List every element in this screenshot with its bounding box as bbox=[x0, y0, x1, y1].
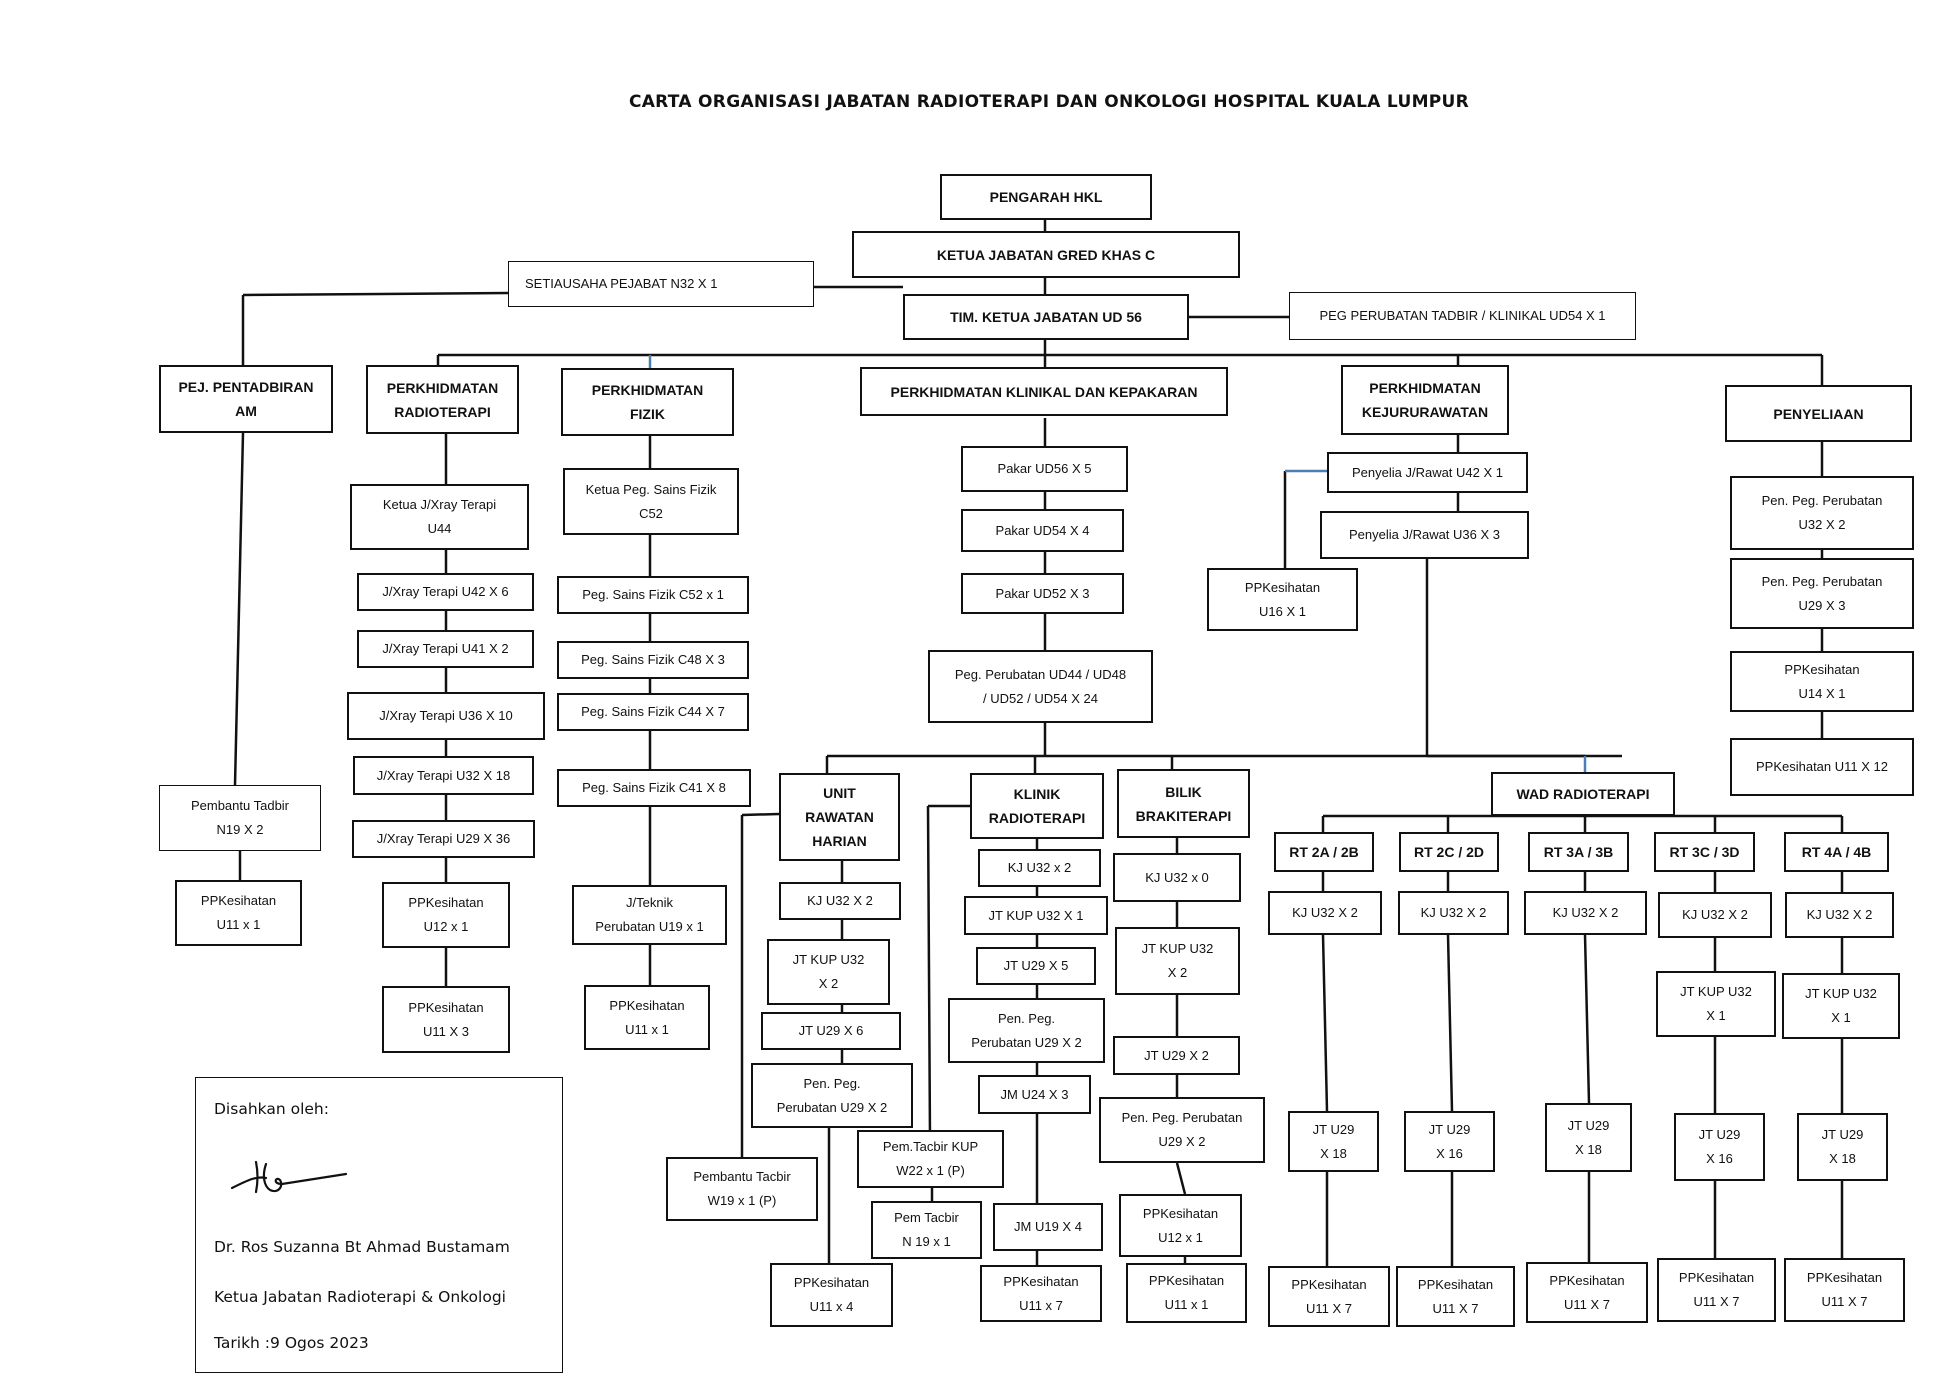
node-setiausaha: SETIAUSAHA PEJABAT N32 X 1 bbox=[508, 261, 814, 307]
node-jxray-u36: J/Xray Terapi U36 X 10 bbox=[347, 692, 545, 740]
node-urh-kj: KJ U32 X 2 bbox=[779, 882, 901, 920]
node-ppk-u11-pentadbiran: PPKesihatan U11 x 1 bbox=[175, 880, 302, 946]
node-pakar-ud54: Pakar UD54 X 4 bbox=[961, 509, 1124, 552]
node-jxray-u32: J/Xray Terapi U32 X 18 bbox=[353, 756, 534, 795]
node-rt3c-jt-kup: JT KUP U32 X 1 bbox=[1656, 971, 1776, 1037]
node-ppk-u12-radioterapi: PPKesihatan U12 x 1 bbox=[382, 882, 510, 948]
node-kr-kj: KJ U32 x 2 bbox=[978, 849, 1101, 887]
node-ppk-u16: PPKesihatan U16 X 1 bbox=[1207, 568, 1358, 631]
node-sains-fizik-c52: Peg. Sains Fizik C52 x 1 bbox=[557, 576, 749, 614]
node-pen-peg-u29: Pen. Peg. Perubatan U29 X 3 bbox=[1730, 558, 1914, 629]
node-bb-ppk-u12: PPKesihatan U12 x 1 bbox=[1119, 1194, 1242, 1257]
node-bb-ppk-u11: PPKesihatan U11 x 1 bbox=[1126, 1263, 1247, 1323]
node-penyelia-u36: Penyelia J/Rawat U36 X 3 bbox=[1320, 511, 1529, 559]
node-perkhidmatan-fizik: PERKHIDMATAN FIZIK bbox=[561, 368, 734, 436]
node-tim-ketua-jabatan: TIM. KETUA JABATAN UD 56 bbox=[903, 294, 1189, 340]
node-rt3c-jt-u29: JT U29 X 16 bbox=[1674, 1113, 1765, 1181]
node-ketua-sains-fizik: Ketua Peg. Sains Fizik C52 bbox=[563, 468, 739, 535]
node-bilik-brakiterapi: BILIK BRAKITERAPI bbox=[1117, 769, 1250, 838]
approval-position: Ketua Jabatan Radioterapi & Onkologi bbox=[214, 1288, 506, 1306]
node-kr-jm-u19: JM U19 X 4 bbox=[993, 1203, 1103, 1251]
node-rt-2a-2b: RT 2A / 2B bbox=[1274, 832, 1374, 872]
node-penyeliaan: PENYELIAAN bbox=[1725, 385, 1912, 442]
node-rt2c-ppk: PPKesihatan U11 X 7 bbox=[1396, 1266, 1515, 1327]
node-ppk-u11-fizik: PPKesihatan U11 x 1 bbox=[584, 985, 710, 1050]
node-rt2c-kj: KJ U32 X 2 bbox=[1398, 891, 1509, 935]
node-rt4a-jt-u29: JT U29 X 18 bbox=[1797, 1113, 1888, 1181]
node-urh-pembantu-tacbir: Pembantu Tacbir W19 x 1 (P) bbox=[666, 1157, 818, 1221]
node-jxray-u29: J/Xray Terapi U29 X 36 bbox=[352, 820, 535, 858]
node-pengarah: PENGARAH HKL bbox=[940, 174, 1152, 220]
node-rt2c-jt-u29: JT U29 X 16 bbox=[1404, 1111, 1495, 1172]
node-ketua-jabatan: KETUA JABATAN GRED KHAS C bbox=[852, 231, 1240, 278]
node-rt3a-jt-u29: JT U29 X 18 bbox=[1545, 1103, 1632, 1172]
node-ppk-u11-radioterapi: PPKesihatan U11 X 3 bbox=[382, 986, 510, 1053]
node-urh-jt-u29: JT U29 X 6 bbox=[761, 1012, 901, 1050]
node-rt4a-kj: KJ U32 X 2 bbox=[1785, 892, 1894, 938]
node-urh-pen-peg: Pen. Peg. Perubatan U29 X 2 bbox=[751, 1063, 913, 1128]
node-perkhidmatan-radioterapi: PERKHIDMATAN RADIOTERAPI bbox=[366, 365, 519, 434]
node-pej-pentadbiran: PEJ. PENTADBIRAN AM bbox=[159, 365, 333, 433]
node-rt3c-ppk: PPKesihatan U11 X 7 bbox=[1657, 1258, 1776, 1322]
node-rt-3c-3d: RT 3C / 3D bbox=[1654, 832, 1755, 872]
node-kr-pen-peg: Pen. Peg. Perubatan U29 X 2 bbox=[948, 998, 1105, 1063]
node-peg-perubatan-ud: Peg. Perubatan UD44 / UD48 / UD52 / UD54… bbox=[928, 650, 1153, 723]
node-unit-rawatan-harian: UNIT RAWATAN HARIAN bbox=[779, 773, 900, 861]
node-bb-kj: KJ U32 x 0 bbox=[1113, 853, 1241, 902]
node-pem-tacbir-kup: Pem.Tacbir KUP W22 x 1 (P) bbox=[857, 1130, 1004, 1188]
node-sains-fizik-c44: Peg. Sains Fizik C44 X 7 bbox=[557, 693, 749, 731]
approval-box: Disahkan oleh: Dr. Ros Suzanna Bt Ahmad … bbox=[195, 1077, 563, 1373]
node-bb-pen-peg: Pen. Peg. Perubatan U29 X 2 bbox=[1099, 1097, 1265, 1163]
node-ppk-u11-12: PPKesihatan U11 X 12 bbox=[1730, 738, 1914, 796]
node-urh-jt-kup: JT KUP U32 X 2 bbox=[767, 939, 890, 1005]
node-kr-ppk: PPKesihatan U11 x 7 bbox=[980, 1265, 1102, 1322]
node-rt2a-jt-u29: JT U29 X 18 bbox=[1288, 1111, 1379, 1172]
node-rt3c-kj: KJ U32 X 2 bbox=[1658, 892, 1772, 938]
node-pembantu-tadbir-n19: Pembantu Tadbir N19 X 2 bbox=[159, 785, 321, 851]
node-ppk-u14: PPKesihatan U14 X 1 bbox=[1730, 651, 1914, 712]
node-jxray-u42: J/Xray Terapi U42 X 6 bbox=[357, 573, 534, 611]
node-jteknik-perubatan: J/Teknik Perubatan U19 x 1 bbox=[572, 885, 727, 945]
node-pen-peg-u32: Pen. Peg. Perubatan U32 X 2 bbox=[1730, 476, 1914, 550]
node-wad-radioterapi: WAD RADIOTERAPI bbox=[1491, 772, 1675, 816]
node-rt4a-jt-kup: JT KUP U32 X 1 bbox=[1782, 973, 1900, 1039]
node-rt2a-kj: KJ U32 X 2 bbox=[1268, 891, 1382, 935]
node-sains-fizik-c41: Peg. Sains Fizik C41 X 8 bbox=[557, 769, 751, 807]
node-urh-ppk: PPKesihatan U11 x 4 bbox=[770, 1263, 893, 1327]
node-rt2a-ppk: PPKesihatan U11 X 7 bbox=[1268, 1266, 1390, 1327]
page-title: CARTA ORGANISASI JABATAN RADIOTERAPI DAN… bbox=[628, 92, 1470, 112]
node-peg-perubatan-tadbir: PEG PERUBATAN TADBIR / KLINIKAL UD54 X 1 bbox=[1289, 292, 1636, 340]
node-rt-4a-4b: RT 4A / 4B bbox=[1784, 832, 1889, 872]
node-kr-jt-u29: JT U29 X 5 bbox=[976, 947, 1096, 985]
node-rt3a-kj: KJ U32 X 2 bbox=[1524, 891, 1647, 935]
node-bb-jt-u29: JT U29 X 2 bbox=[1113, 1036, 1240, 1075]
node-rt4a-ppk: PPKesihatan U11 X 7 bbox=[1784, 1258, 1905, 1322]
approval-date: Tarikh :9 Ogos 2023 bbox=[214, 1334, 369, 1352]
node-bb-jt-kup: JT KUP U32 X 2 bbox=[1115, 927, 1240, 995]
node-jxray-u41: J/Xray Terapi U41 X 2 bbox=[357, 630, 534, 668]
node-pakar-ud52: Pakar UD52 X 3 bbox=[961, 573, 1124, 614]
node-rt-2c-2d: RT 2C / 2D bbox=[1399, 832, 1499, 872]
approval-label: Disahkan oleh: bbox=[214, 1100, 329, 1118]
node-pem-tacbir-n19: Pem Tacbir N 19 x 1 bbox=[871, 1201, 982, 1259]
node-perkhidmatan-kejururawatan: PERKHIDMATAN KEJURURAWATAN bbox=[1341, 365, 1509, 435]
node-pakar-ud56: Pakar UD56 X 5 bbox=[961, 446, 1128, 492]
node-ketua-jxray-terapi: Ketua J/Xray Terapi U44 bbox=[350, 484, 529, 550]
node-penyelia-u42: Penyelia J/Rawat U42 X 1 bbox=[1327, 452, 1528, 493]
node-rt-3a-3b: RT 3A / 3B bbox=[1528, 832, 1629, 872]
node-klinik-radioterapi: KLINIK RADIOTERAPI bbox=[970, 773, 1104, 839]
signature-image bbox=[230, 1160, 348, 1194]
node-kr-jm-u24: JM U24 X 3 bbox=[978, 1075, 1091, 1114]
node-kr-jt-kup: JT KUP U32 X 1 bbox=[964, 896, 1108, 935]
approval-name: Dr. Ros Suzanna Bt Ahmad Bustamam bbox=[214, 1238, 510, 1256]
node-rt3a-ppk: PPKesihatan U11 X 7 bbox=[1526, 1262, 1648, 1323]
node-sains-fizik-c48: Peg. Sains Fizik C48 X 3 bbox=[557, 641, 749, 679]
node-perkhidmatan-klinikal: PERKHIDMATAN KLINIKAL DAN KEPAKARAN bbox=[860, 367, 1228, 416]
